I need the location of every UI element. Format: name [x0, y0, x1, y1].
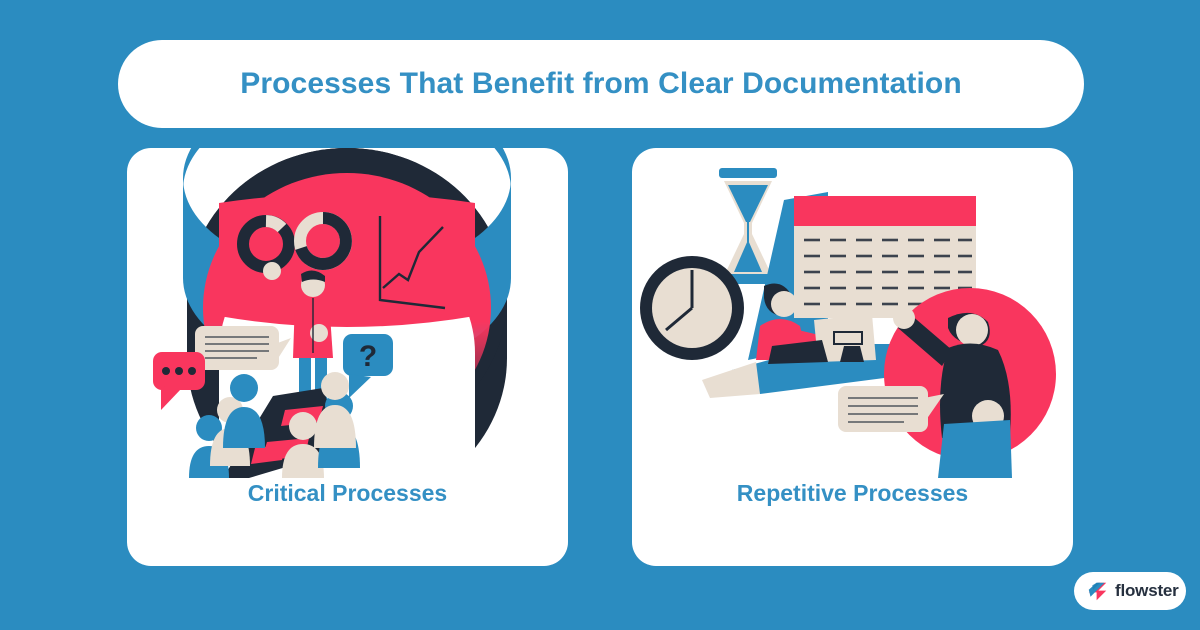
presentation-meeting-illustration: ?: [127, 148, 568, 478]
text-speech-bubble: [195, 326, 291, 370]
hourglass: [719, 168, 777, 284]
flowster-logo-text: flowster: [1115, 581, 1179, 600]
audience-figure-blue-2: [223, 374, 265, 448]
card-critical-processes: ?: [127, 148, 568, 566]
line-graph: [378, 216, 446, 310]
card-label-repetitive-processes: Repetitive Processes: [736, 480, 969, 506]
card-label-critical-processes: Critical Processes: [247, 480, 448, 506]
title-banner: Processes That Benefit from Clear Docume…: [118, 40, 1084, 128]
dots-speech-bubble: [153, 352, 205, 410]
question-speech-bubble: ?: [343, 334, 393, 398]
page-title: Processes That Benefit from Clear Docume…: [240, 67, 962, 100]
audience-figure-beige-3: [314, 372, 356, 448]
flowster-logo[interactable]: flowster: [1074, 572, 1186, 610]
card-repetitive-processes: Repetitive Processes: [632, 148, 1073, 566]
text-speech-bubble: [838, 386, 944, 432]
wall-clock: [640, 256, 744, 360]
laptop: [768, 314, 876, 364]
audience-figure-beige-2: [282, 412, 324, 478]
audience-figures: [189, 372, 360, 478]
flowster-arrow-mark: [1088, 582, 1107, 600]
standing-worker-figure: [893, 307, 1012, 478]
donut-chart-light: [294, 212, 352, 270]
schedule-routine-illustration: [632, 148, 1073, 478]
svg-text:?: ?: [359, 340, 377, 373]
